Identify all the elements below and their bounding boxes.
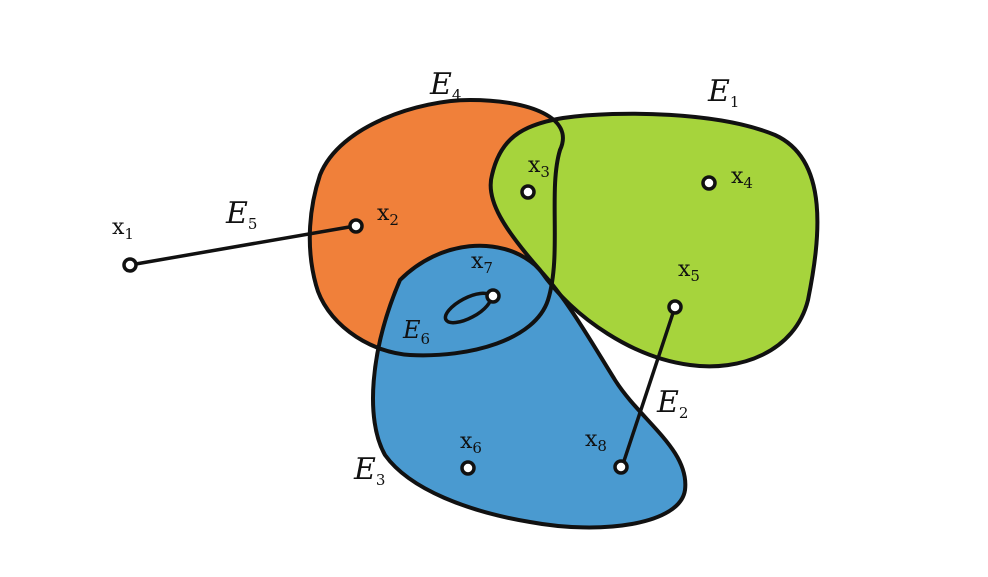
label-E1: E1 <box>707 74 739 111</box>
label-x2: x2 <box>377 201 399 229</box>
vertex-x1 <box>122 257 138 273</box>
label-x6: x6 <box>460 429 482 457</box>
label-E3: E3 <box>353 452 385 489</box>
edge-E5 <box>129 224 356 267</box>
vertex-x3 <box>520 184 536 200</box>
label-x3: x3 <box>528 153 550 181</box>
vertex-x2 <box>348 218 364 234</box>
edge-E2 <box>620 306 677 468</box>
vertex-x6 <box>460 460 476 476</box>
label-E2: E2 <box>656 385 688 422</box>
label-x1: x1 <box>112 215 134 243</box>
label-E6: E6 <box>402 316 430 348</box>
label-x8: x8 <box>585 427 607 455</box>
vertex-x4 <box>701 175 717 191</box>
vertex-x8 <box>613 459 629 475</box>
vertex-x7 <box>485 288 501 304</box>
vertex-x5 <box>667 299 683 315</box>
label-x5: x5 <box>678 257 700 285</box>
label-x4: x4 <box>731 164 753 192</box>
label-E5: E5 <box>225 196 257 233</box>
label-E4: E4 <box>429 67 461 104</box>
label-x7: x7 <box>471 249 493 277</box>
